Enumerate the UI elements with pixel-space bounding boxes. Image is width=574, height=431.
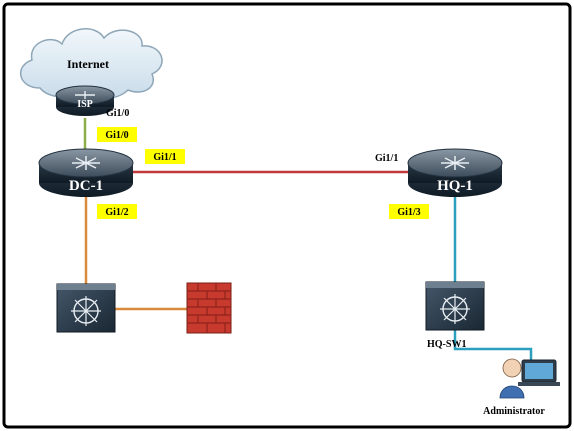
administrator-workstation[interactable]	[499, 358, 560, 399]
internet-label: Internet	[67, 57, 109, 71]
hq1-gi1-3-label: Gi1/3	[397, 207, 420, 218]
isp-gi1-0-label: Gi1/0	[106, 108, 129, 119]
administrator-label: Administrator	[483, 406, 545, 417]
dc1-label: DC-1	[69, 178, 103, 194]
router-icon	[38, 148, 134, 197]
hq1-router[interactable]: HQ-1	[407, 148, 503, 197]
user-workstation-icon	[499, 358, 560, 399]
isp-label: ISP	[77, 99, 93, 110]
multilayer-switch-icon	[56, 283, 116, 333]
hq1-gi1-1-label: Gi1/1	[375, 153, 398, 164]
port-label-dc1-gi1-1: Gi1/1	[145, 149, 185, 164]
multilayer-switch-icon	[425, 281, 485, 331]
router-icon	[407, 148, 503, 197]
dc1-gi1-2-label: Gi1/2	[105, 207, 128, 218]
port-label-hq1-gi1-3: Gi1/3	[389, 204, 429, 219]
firewall-icon	[186, 282, 232, 334]
dc-switch[interactable]	[56, 283, 116, 333]
port-label-dc1-gi1-0: Gi1/0	[97, 127, 137, 142]
dc1-gi1-1-label: Gi1/1	[153, 152, 176, 163]
dc1-gi1-0-label: Gi1/0	[105, 130, 128, 141]
dc1-router[interactable]: DC-1	[38, 148, 134, 197]
hq1-label: HQ-1	[437, 178, 473, 194]
port-label-dc1-gi1-2: Gi1/2	[97, 204, 137, 219]
hq-sw1-switch[interactable]	[425, 281, 485, 331]
link-hqsw1-admin	[453, 330, 533, 362]
router-icon	[55, 85, 115, 116]
isp-router[interactable]: ISP	[55, 85, 115, 116]
hq-sw1-label: HQ-SW1	[427, 339, 466, 350]
firewall[interactable]	[186, 282, 232, 334]
